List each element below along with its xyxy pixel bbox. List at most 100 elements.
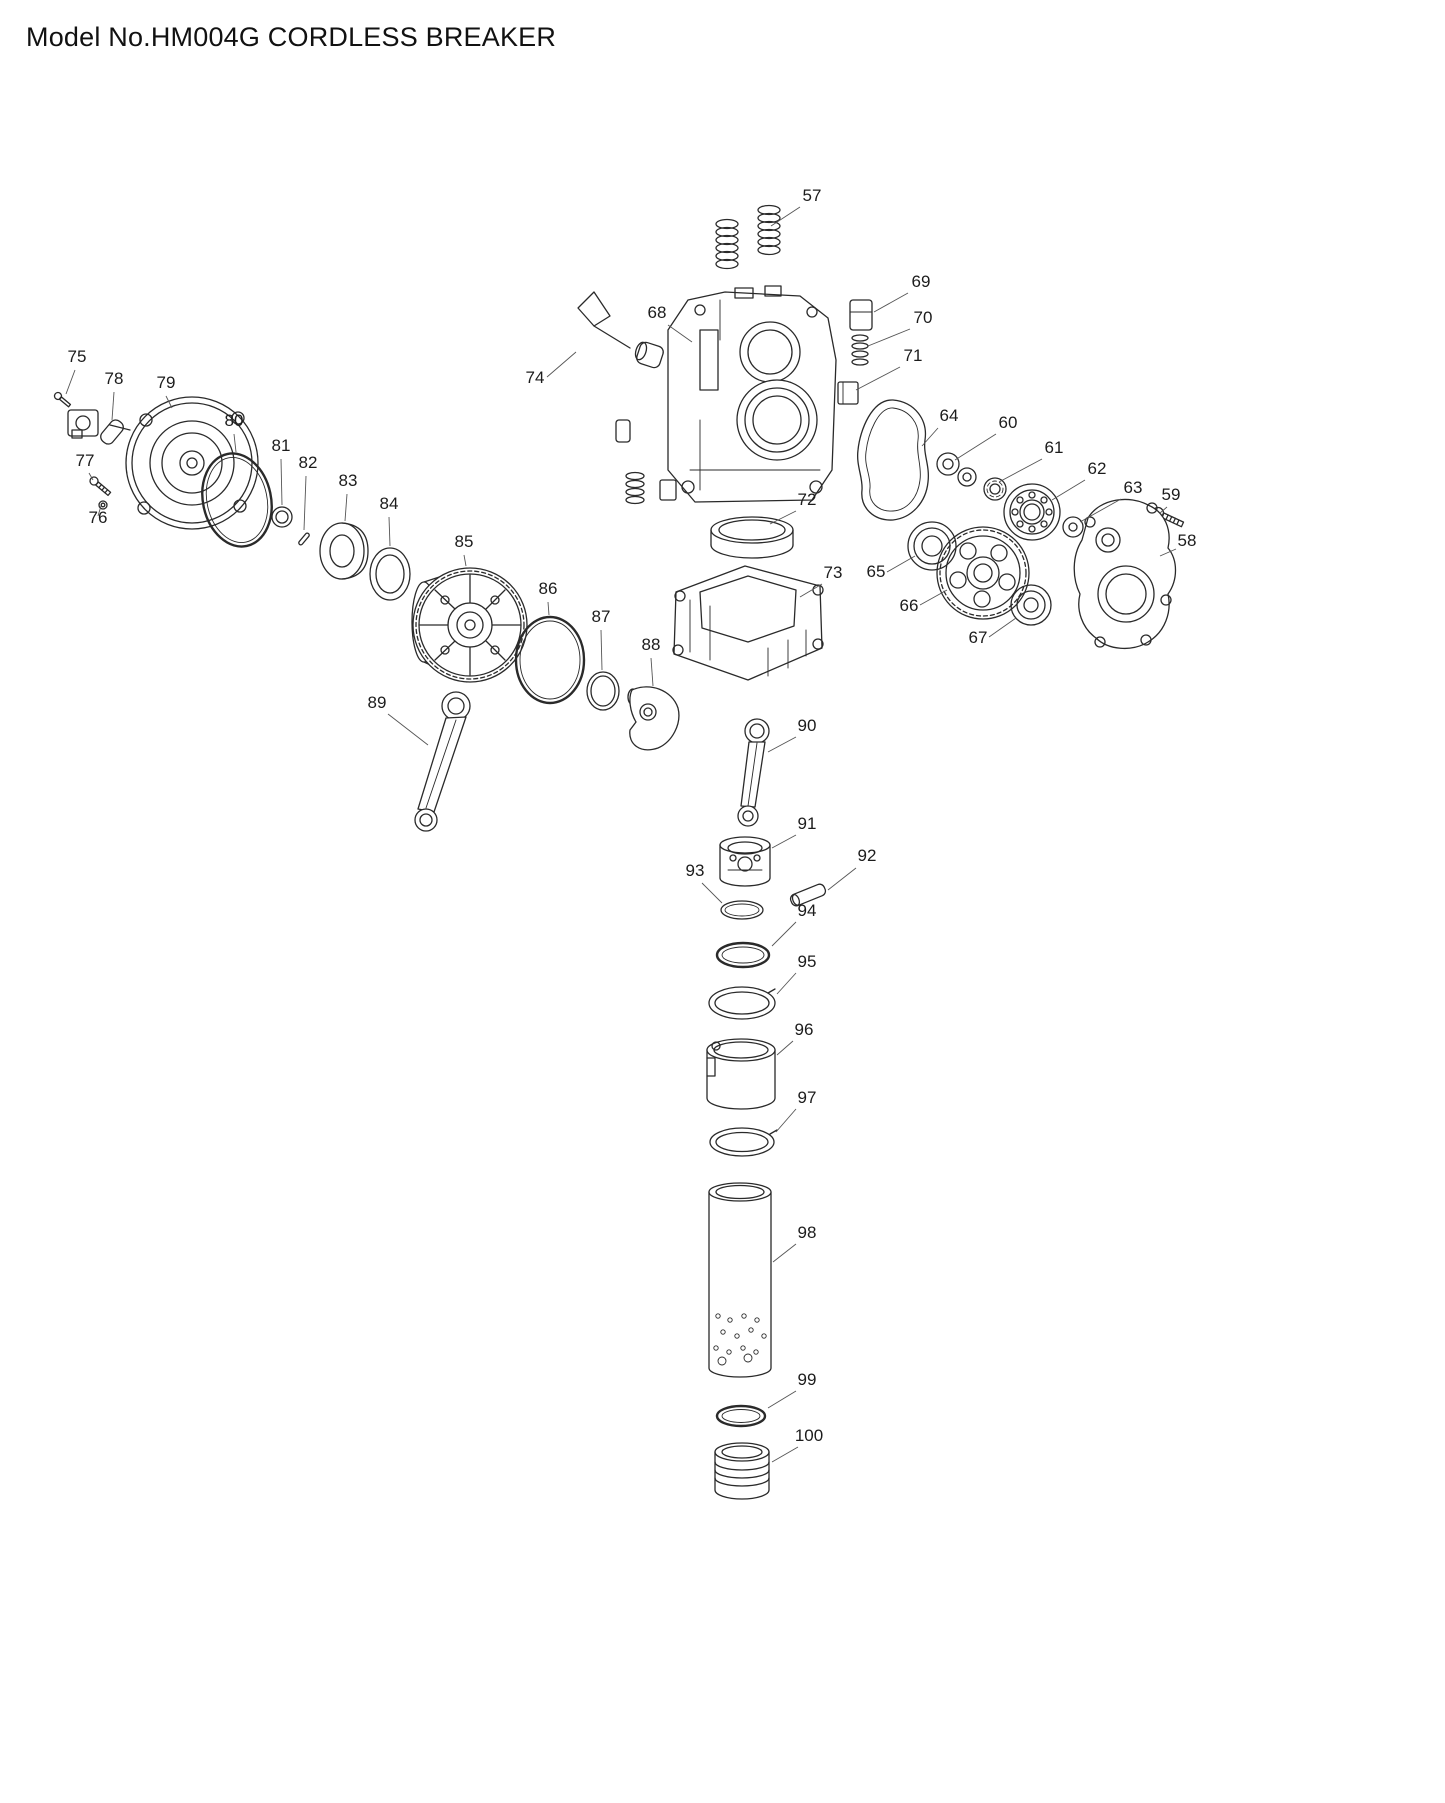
part-82-pin-drawing	[298, 532, 310, 546]
leader-line	[650, 657, 654, 687]
leader-line	[233, 433, 237, 453]
part-number-label: 71	[904, 346, 923, 365]
part-97-ring-drawing	[709, 1127, 778, 1157]
part-99-oring-drawing	[715, 1404, 767, 1428]
part-number-label: 69	[912, 272, 931, 291]
leader-line	[387, 713, 429, 746]
part-63-washer-drawing	[1062, 516, 1084, 538]
part-number-label: 64	[940, 406, 959, 425]
leader-line	[988, 617, 1017, 638]
leader-line	[88, 472, 94, 481]
part-number-label: 57	[803, 186, 822, 205]
part-number-label: 60	[999, 413, 1018, 432]
leader-line	[775, 1108, 797, 1133]
leader-line	[772, 1243, 797, 1263]
leader-line	[1159, 506, 1168, 514]
part-number-label: 63	[1124, 478, 1143, 497]
leader-line	[600, 629, 603, 671]
leader-line	[767, 736, 797, 753]
part-number-label: 79	[157, 373, 176, 392]
leader-line	[547, 601, 550, 616]
part-87-ring-drawing	[586, 671, 620, 711]
part-number-label: 72	[798, 490, 817, 509]
part-number-label: 85	[455, 532, 474, 551]
leader-line	[770, 206, 801, 227]
leader-line	[303, 475, 307, 531]
part-number-label: 75	[68, 347, 87, 366]
part-number-label: 77	[76, 451, 95, 470]
part-79-stator-drawing	[109, 396, 259, 530]
part-80-oring-drawing	[201, 452, 273, 548]
leader-line	[776, 972, 797, 995]
leader-line	[771, 834, 797, 849]
part-number-label: 91	[798, 814, 817, 833]
part-89-connecting-rod-drawing	[414, 691, 471, 832]
part-58-cover-drawing	[1073, 498, 1177, 649]
leader-line	[867, 328, 911, 347]
part-number-label: 95	[798, 952, 817, 971]
part-57-springs-drawing	[715, 204, 781, 270]
leader-line	[463, 554, 467, 567]
leader-line	[344, 493, 348, 522]
leader-line	[280, 458, 283, 506]
leader-line	[165, 395, 173, 409]
leader-line	[546, 351, 577, 378]
part-number-label: 78	[105, 369, 124, 388]
part-number-label: 74	[526, 368, 545, 387]
leader-line	[769, 510, 797, 525]
part-73-crank-housing-drawing	[672, 565, 824, 681]
part-67-bearing-drawing	[1010, 584, 1052, 626]
part-number-label: 87	[592, 607, 611, 626]
part-number-label: 97	[798, 1088, 817, 1107]
leader-line	[919, 589, 948, 606]
part-68-crankcase-drawing	[615, 285, 837, 505]
leader-line	[1079, 498, 1122, 523]
part-65-bearing-drawing	[907, 521, 957, 571]
leader-line	[65, 369, 76, 395]
part-number-label: 66	[900, 596, 919, 615]
leader-line	[799, 583, 823, 598]
page-title: Model No.HM004G CORDLESS BREAKER	[26, 22, 557, 52]
part-81-ring-drawing	[271, 506, 293, 528]
part-number-label: 84	[380, 494, 399, 513]
part-number-label: 65	[867, 562, 886, 581]
part-94-oring-drawing	[715, 941, 771, 969]
leader-line	[771, 1446, 799, 1463]
part-98-tube-drawing	[708, 1182, 772, 1378]
part-75-holder-drawing	[53, 391, 99, 439]
part-number-label: 88	[642, 635, 661, 654]
part-93-oring-drawing	[720, 900, 764, 920]
part-90-connecting-rod-drawing	[737, 718, 770, 827]
leader-line	[701, 882, 723, 904]
part-77-screw-drawing	[89, 476, 112, 497]
leader-line	[97, 505, 102, 517]
leader-line	[1159, 548, 1177, 557]
part-number-label: 59	[1162, 485, 1181, 504]
leader-line	[921, 427, 939, 447]
part-number-label: 70	[914, 308, 933, 327]
part-92-pin-drawing	[789, 883, 827, 907]
part-number-label: 96	[795, 1020, 814, 1039]
part-number-label: 80	[225, 411, 244, 430]
leader-line	[855, 366, 901, 391]
part-76-washer-drawing	[98, 500, 108, 510]
part-74-lever-drawing	[577, 291, 664, 369]
part-72-sleeve-drawing	[710, 516, 794, 559]
part-number-label: 94	[798, 901, 817, 920]
part-number-label: 68	[648, 303, 667, 322]
part-number-label: 82	[299, 453, 318, 472]
part-number-label: 73	[824, 563, 843, 582]
part-85-fan-drawing	[411, 567, 528, 683]
part-number-label: 100	[795, 1426, 823, 1445]
leader-line	[111, 391, 115, 421]
part-number-label: 90	[798, 716, 817, 735]
part-70-spring-drawing	[851, 334, 869, 366]
part-60-washer-drawing	[936, 452, 960, 476]
part-number-label: 61	[1045, 438, 1064, 457]
leader-line	[954, 433, 997, 461]
part-number-label: 81	[272, 436, 291, 455]
leader-line	[998, 458, 1043, 483]
part-66-gear-drawing	[936, 526, 1030, 620]
leader-line	[388, 516, 391, 547]
